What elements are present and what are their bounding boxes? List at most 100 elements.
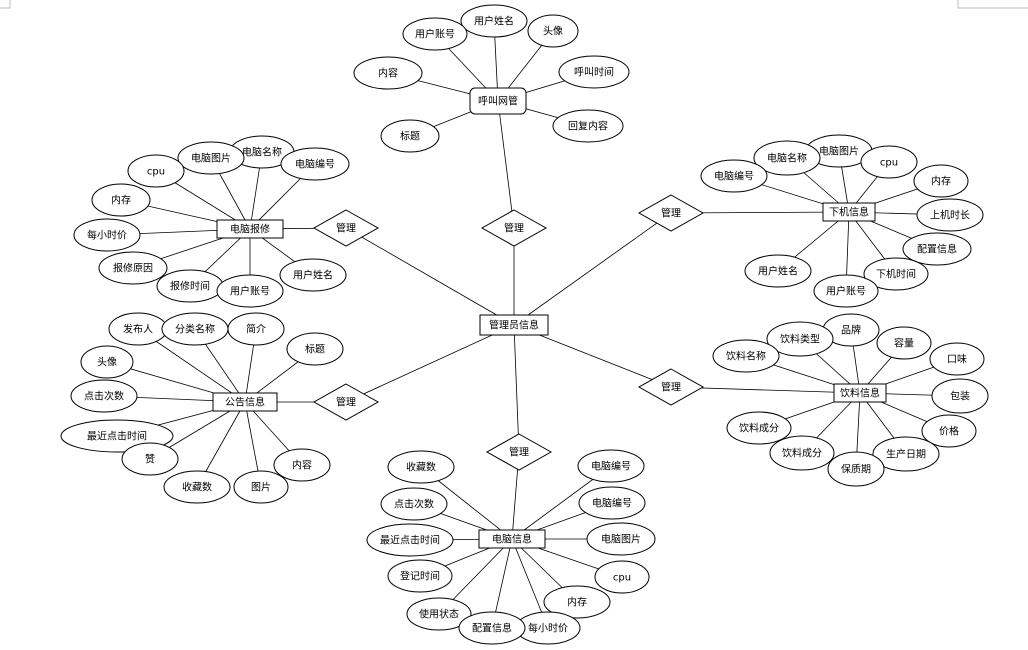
entity-drink: 饮料信息	[833, 383, 887, 403]
attribute-repair-1: 电脑图片	[177, 141, 245, 175]
attribute-ellipse	[387, 559, 453, 593]
attribute-ellipse	[769, 435, 835, 471]
attribute-computer-3: 电脑编号	[578, 486, 646, 520]
entity-label: 下机信息	[829, 206, 869, 219]
connector-diamond-to-admin	[513, 324, 520, 453]
attribute-drink-5: 包装	[931, 378, 989, 414]
attribute-ellipse	[177, 141, 245, 175]
attribute-ellipse	[460, 4, 528, 38]
relationship-diamond	[637, 194, 705, 232]
attribute-offline-8: 用户账号	[813, 274, 879, 308]
attribute-label: 价格	[939, 425, 959, 438]
attribute-ellipse	[279, 258, 347, 292]
attribute-label: 最近点击时间	[380, 534, 440, 547]
attribute-drink-4: 口味	[929, 342, 985, 376]
attribute-label: 发布人	[123, 323, 153, 336]
entity-call: 呼叫网管	[469, 87, 527, 115]
attribute-ellipse	[527, 14, 579, 48]
relationship-label: 管理	[336, 222, 356, 235]
attribute-ellipse	[902, 232, 972, 266]
attribute-label: 电脑编号	[714, 170, 754, 183]
attribute-ellipse	[766, 321, 834, 357]
attribute-label: 点击次数	[84, 390, 124, 403]
attribute-drink-10: 保质期	[827, 451, 885, 487]
attribute-ellipse	[744, 254, 812, 288]
attribute-ellipse	[700, 159, 768, 193]
attribute-label: 赞	[145, 453, 155, 466]
attribute-label: 饮料类型	[780, 333, 820, 346]
attribute-notice-9: 收藏数	[163, 470, 231, 504]
attribute-label: 标题	[305, 344, 325, 356]
entity-box	[833, 383, 887, 403]
entity-box	[212, 392, 278, 412]
attribute-computer-8: 内存	[543, 585, 611, 619]
attribute-ellipse	[860, 145, 918, 179]
attribute-ellipse	[913, 164, 969, 198]
attribute-computer-5: 电脑图片	[586, 522, 656, 556]
attribute-drink-8: 饮料成分	[726, 411, 792, 445]
attribute-ellipse	[380, 487, 448, 521]
attribute-label: 生产日期	[886, 448, 926, 461]
attribute-label: 电脑图片	[191, 152, 231, 165]
relationship-diamond	[485, 433, 553, 471]
attribute-label: 品牌	[841, 324, 861, 337]
connector-diamond-to-admin	[345, 227, 515, 326]
attribute-label: 用户姓名	[293, 269, 333, 282]
attribute-ellipse	[70, 379, 138, 413]
attribute-ellipse	[578, 486, 646, 520]
attribute-call-3: 内容	[353, 56, 423, 90]
attribute-notice-7: 赞	[121, 442, 179, 476]
entity-box	[479, 314, 549, 336]
relationship-offline: 管理	[637, 194, 705, 232]
attribute-drink-3: 饮料名称	[712, 339, 780, 373]
attribute-call-2: 用户账号	[402, 17, 468, 51]
attribute-call-5: 回复内容	[552, 109, 624, 143]
attribute-call-0: 用户姓名	[460, 4, 528, 38]
attribute-ellipse	[916, 198, 984, 232]
attribute-label: 收藏数	[406, 461, 436, 474]
attribute-notice-5: 点击次数	[70, 379, 138, 413]
entity-notice: 公告信息	[212, 392, 278, 412]
attribute-label: 下机时间	[876, 268, 916, 281]
attribute-label: 简介	[246, 323, 266, 336]
attribute-notice-8: 内容	[273, 448, 331, 482]
attribute-repair-6: 报修原因	[98, 251, 168, 285]
attribute-repair-7: 报修时间	[156, 269, 224, 303]
attribute-ellipse	[406, 597, 472, 631]
entity-computer: 电脑信息	[478, 529, 546, 549]
attribute-drink-2: 容量	[876, 326, 932, 360]
attribute-label: 饮料成分	[782, 447, 822, 460]
attribute-ellipse	[921, 414, 977, 448]
attribute-label: cpu	[880, 158, 898, 169]
attribute-computer-10: 每小时价	[515, 611, 581, 645]
attribute-label: 电脑图片	[601, 533, 641, 546]
attribute-offline-2: cpu	[860, 145, 918, 179]
attribute-ellipse	[163, 470, 231, 504]
attribute-offline-0: 电脑图片	[805, 134, 873, 168]
attribute-label: 用户姓名	[474, 15, 514, 28]
attribute-ellipse	[273, 448, 331, 482]
attribute-label: 呼叫时间	[574, 66, 614, 79]
attribute-label: 登记时间	[400, 570, 440, 583]
connector-call-to-diamond	[497, 100, 515, 229]
attribute-label: 电脑名称	[767, 152, 807, 165]
attribute-ellipse	[586, 522, 656, 556]
attribute-label: 饮料名称	[726, 350, 766, 363]
relationship-label: 管理	[509, 446, 529, 459]
attribute-notice-10: 图片	[233, 470, 289, 504]
attribute-label: 电脑编号	[592, 497, 632, 510]
relationship-diamond	[637, 368, 705, 406]
attribute-repair-9: 用户姓名	[279, 258, 347, 292]
attribute-drink-9: 饮料成分	[769, 435, 835, 471]
attribute-drink-1: 饮料类型	[766, 321, 834, 357]
attribute-label: 头像	[97, 357, 117, 369]
relationship-label: 管理	[661, 207, 681, 220]
attribute-computer-2: 点击次数	[380, 487, 448, 521]
attribute-offline-7: 下机时间	[863, 257, 929, 291]
attribute-ellipse	[366, 523, 454, 557]
connector-drink-to-diamond	[670, 386, 861, 394]
relationship-label: 管理	[504, 222, 524, 235]
attribute-label: 电脑编号	[295, 158, 335, 171]
attribute-ellipse	[121, 442, 179, 476]
